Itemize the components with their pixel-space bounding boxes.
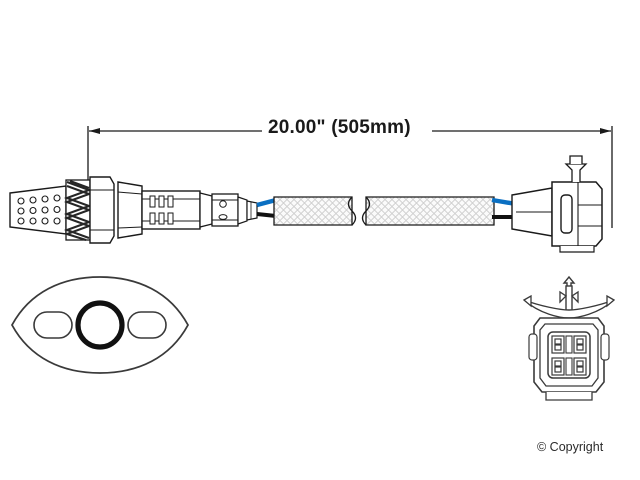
thread-hatching (63, 180, 93, 242)
dimension-callout (87, 126, 613, 228)
oxygen-sensor-assembly (9, 155, 603, 253)
threaded-section (63, 179, 93, 242)
pinout-rail-left (528, 333, 538, 361)
sensor-secondary-barrel (211, 193, 239, 227)
pinout-key-upper (565, 335, 573, 354)
sensor-taper (199, 192, 213, 228)
wire-black (256, 212, 277, 218)
pinout-barb-left (559, 290, 568, 304)
tip-vent-holes (17, 194, 61, 225)
dimension-label: 20.00" (505mm) (268, 117, 411, 138)
sensor-body-barrel (141, 190, 201, 230)
dimension-arrow-left (89, 128, 100, 134)
connector-pinout-face-view (522, 275, 616, 401)
wire-bundle-left (256, 197, 277, 218)
connector-strain-relief (511, 187, 553, 237)
cable-break-left (347, 196, 357, 226)
wire-blue (256, 197, 277, 208)
pinout-skirt (545, 392, 593, 401)
cable-grommet (237, 196, 258, 225)
connector-latch-post (569, 155, 583, 164)
sensor-collar (117, 181, 143, 239)
sensor-tip-shield (9, 185, 67, 235)
dimension-arrow-right (600, 128, 611, 134)
pinout-wing-arrow-right (606, 294, 616, 308)
connector-slot (560, 194, 573, 234)
braided-cable-sleeve-right (361, 196, 495, 226)
gasket-bolt-slot-right (127, 311, 167, 339)
pinout-wing-arrow-left (522, 294, 532, 308)
pinout-latch-arrow (562, 275, 576, 286)
gasket-center-bore (75, 300, 125, 350)
connector-bottom-lip (559, 246, 595, 253)
exhaust-flange-gasket (10, 276, 190, 374)
pinout-barb-right (570, 290, 579, 304)
harness-connector (551, 155, 603, 253)
connector-latch (564, 163, 588, 182)
pinout-pins (551, 335, 587, 376)
braided-cable-sleeve-left (273, 196, 357, 226)
copyright-notice: © Copyright (537, 440, 604, 454)
pinout-rail-right (600, 333, 610, 361)
pinout-latch-post (565, 285, 573, 313)
body-slot-details (149, 195, 174, 225)
gasket-bolt-slot-left (33, 311, 73, 339)
pinout-key-lower (565, 357, 573, 376)
cable-break-right (361, 196, 371, 226)
hex-nut (89, 176, 115, 244)
